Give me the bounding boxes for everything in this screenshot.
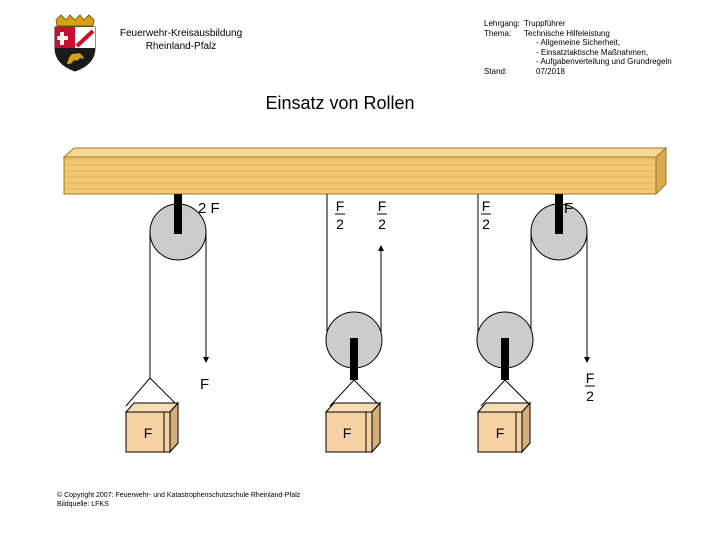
organisation-name: Feuerwehr-Kreisausbildung Rheinland-Pfal… xyxy=(86,27,276,53)
course-meta: Lehrgang: Truppführer Thema: Technische … xyxy=(484,19,714,76)
fraction-denominator: 2 xyxy=(586,388,594,404)
force-label-half: F 2 xyxy=(481,198,491,232)
fraction-numerator: F xyxy=(378,198,387,214)
fraction-denominator: 2 xyxy=(482,216,490,232)
load-box-right xyxy=(476,401,532,454)
organisation-line-2: Rheinland-Pfalz xyxy=(145,41,217,52)
force-label-half: F 2 xyxy=(377,198,387,232)
topic-item: - Allgemeine Sicherheit, xyxy=(536,38,621,47)
fraction-denominator: 2 xyxy=(336,216,344,232)
topic-item: - Einsatztaktische Maßnahmen, xyxy=(536,47,649,57)
topic-value: Technische Hilfeleistung xyxy=(524,28,610,38)
coat-of-arms-logo xyxy=(54,14,96,72)
load-label: F xyxy=(496,425,505,441)
force-label-half: F 2 xyxy=(335,198,345,232)
status-value: 07/2018 xyxy=(536,66,565,76)
force-label-half: F 2 xyxy=(585,370,595,404)
image-source-text: Bildquelle: LFKS xyxy=(57,501,109,508)
organisation-line-1: Feuerwehr-Kreisausbildung xyxy=(119,28,243,39)
course-key: Lehrgang: xyxy=(484,19,521,28)
topic-key: Thema: xyxy=(484,28,512,38)
force-label-2f: 2 F xyxy=(198,200,220,217)
status-key: Stand: xyxy=(484,66,508,76)
loose-pulley-middle xyxy=(325,194,384,407)
fixed-pulley-left xyxy=(125,194,209,407)
load-box-left xyxy=(124,401,180,454)
force-label-f: F xyxy=(564,200,573,217)
load-label: F xyxy=(144,425,153,441)
fraction-numerator: F xyxy=(586,370,595,386)
topic-item: - Aufgabenverteilung und Grundregeln xyxy=(536,57,672,66)
wooden-beam xyxy=(62,146,668,196)
pulley-block-right xyxy=(476,194,590,407)
course-value: Truppführer xyxy=(524,19,566,28)
load-box-middle xyxy=(324,401,382,454)
footer: © Copyright 2007: Feuerwehr- und Katastr… xyxy=(57,491,300,509)
load-label: F xyxy=(343,425,352,441)
fraction-numerator: F xyxy=(336,198,345,214)
copyright-text: © Copyright 2007: Feuerwehr- und Katastr… xyxy=(57,492,301,499)
fraction-numerator: F xyxy=(482,198,491,214)
fraction-denominator: 2 xyxy=(378,216,386,232)
force-label-f: F xyxy=(200,376,209,393)
slide-title: Einsatz von Rollen xyxy=(265,93,415,113)
